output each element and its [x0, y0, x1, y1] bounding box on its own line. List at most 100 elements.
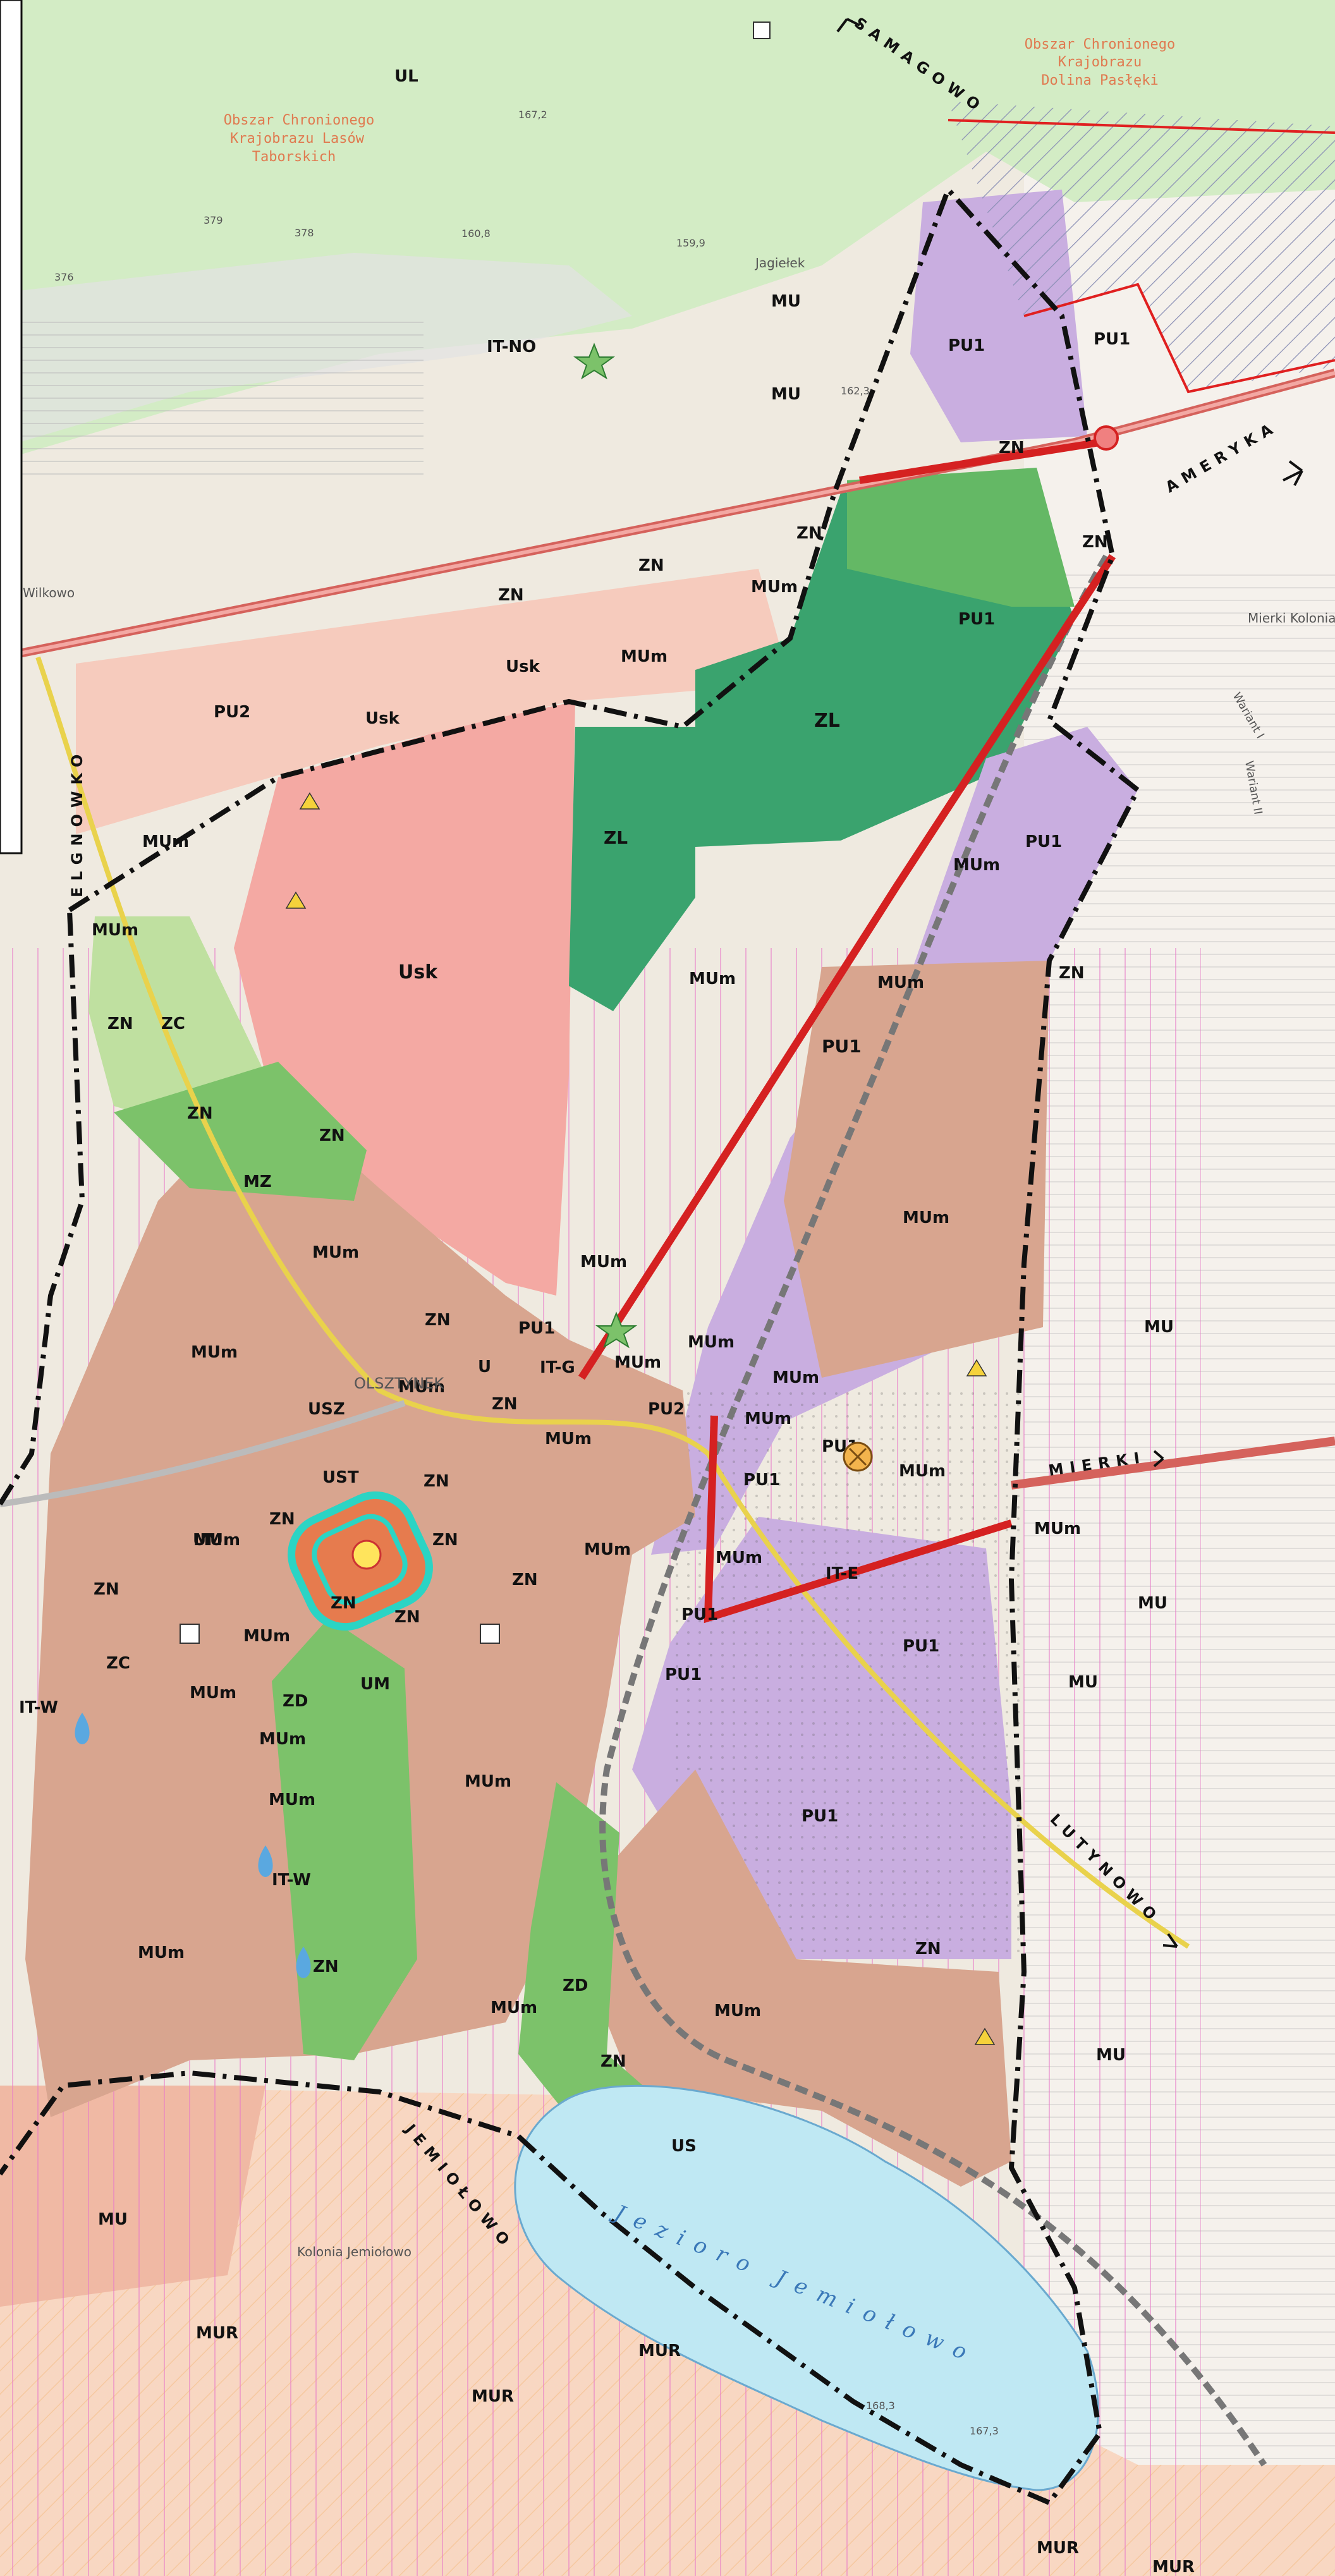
zone-label[interactable]: MUm — [714, 2002, 761, 2020]
zone-label[interactable]: MUm — [903, 1208, 949, 1227]
old-town-core[interactable] — [279, 1483, 441, 1639]
zone-label[interactable]: UM — [193, 1531, 222, 1550]
zone-label[interactable]: U — [478, 1358, 491, 1376]
zone-label[interactable]: MUm — [751, 578, 798, 597]
zone-label[interactable]: ZN — [498, 586, 524, 605]
zone-label[interactable]: MU — [1138, 1594, 1167, 1613]
zone-label[interactable]: PU1 — [1025, 832, 1062, 851]
zone-label[interactable]: MUm — [953, 856, 1000, 875]
zone-label[interactable]: ZN — [313, 1957, 339, 1976]
zone-label[interactable]: ZN — [432, 1531, 458, 1550]
star-icon[interactable] — [595, 1311, 638, 1349]
zone-label[interactable]: IT-W — [19, 1698, 58, 1717]
zone-label[interactable]: ZL — [604, 827, 628, 848]
zone-label[interactable]: PU1 — [802, 1807, 838, 1826]
zone-label[interactable]: MUm — [580, 1253, 627, 1272]
zone-label[interactable]: MUm — [716, 1548, 762, 1567]
zone-label[interactable]: ZD — [563, 1976, 588, 1995]
zone-label[interactable]: ZN — [319, 1126, 345, 1145]
zone-label[interactable]: PU1 — [665, 1665, 702, 1684]
zone-label[interactable]: ZL — [814, 710, 840, 732]
zone-label[interactable]: ZN — [394, 1608, 420, 1627]
zone-label[interactable]: MU — [1144, 1318, 1174, 1337]
zone-label[interactable]: MUm — [621, 647, 668, 666]
water-drop-icon[interactable] — [296, 1947, 311, 1978]
church-icon[interactable] — [180, 1624, 200, 1644]
zone-label[interactable]: MU — [771, 385, 801, 404]
warning-triangle-icon[interactable] — [299, 792, 320, 810]
warning-triangle-icon[interactable] — [974, 2027, 996, 2045]
zone-label[interactable]: PU1 — [743, 1471, 780, 1490]
zone-label[interactable]: MUm — [142, 832, 189, 851]
zone-label[interactable]: ZN — [492, 1395, 518, 1414]
zone-label[interactable]: MU — [1096, 2046, 1126, 2065]
zone-label[interactable]: MUm — [1034, 1519, 1081, 1538]
zone-label[interactable]: MUm — [877, 973, 924, 992]
zone-label[interactable]: ZN — [331, 1594, 357, 1613]
zone-label[interactable]: MUm — [745, 1409, 791, 1428]
zone-label[interactable]: ZN — [425, 1311, 451, 1330]
zone-label[interactable]: MUm — [584, 1540, 631, 1559]
zone-label[interactable]: IT-G — [540, 1358, 575, 1377]
zone-label[interactable]: ZN — [94, 1580, 119, 1599]
warning-triangle-icon[interactable] — [285, 891, 307, 909]
zone-label[interactable]: MUR — [1152, 2558, 1195, 2576]
planned-bypass-road[interactable] — [578, 439, 1116, 1624]
zone-label[interactable]: IT-NO — [487, 337, 536, 356]
zone-label[interactable]: ZN — [796, 524, 822, 543]
zone-label[interactable]: MU — [771, 292, 801, 311]
zone-label[interactable]: PU1 — [948, 336, 985, 355]
zone-label[interactable]: PU1 — [1094, 330, 1130, 349]
zone-label[interactable]: MUm — [491, 1998, 537, 2017]
zone-label[interactable]: MUm — [193, 1531, 240, 1550]
zone-label[interactable]: ZC — [161, 1014, 185, 1033]
zone-label[interactable]: PU1 — [958, 610, 995, 629]
zone-label[interactable]: Usk — [506, 657, 540, 676]
zone-label[interactable]: MUm — [269, 1790, 315, 1809]
water-drop-icon[interactable] — [258, 1845, 273, 1877]
zone-label[interactable]: Usk — [398, 961, 438, 983]
zone-label[interactable]: MUm — [545, 1430, 592, 1449]
zone-label[interactable]: ZN — [1082, 533, 1108, 552]
zone-label[interactable]: PU1 — [903, 1637, 939, 1656]
zone-label[interactable]: MUm — [465, 1772, 511, 1791]
zone-label[interactable]: ZN — [915, 1940, 941, 1959]
zone-label[interactable]: IT-W — [272, 1871, 311, 1890]
zone-label[interactable]: USZ — [308, 1400, 345, 1419]
zone-label[interactable]: ZN — [999, 439, 1025, 458]
zone-label[interactable]: ZN — [638, 556, 664, 575]
zone-label[interactable]: MUm — [92, 921, 138, 940]
zone-label[interactable]: Usk — [365, 709, 400, 728]
zone-label[interactable]: PU2 — [214, 703, 250, 722]
zone-label[interactable]: ZN — [600, 2052, 626, 2071]
zone-label[interactable]: ZN — [269, 1510, 295, 1529]
zone-label[interactable]: MUm — [312, 1243, 359, 1262]
star-icon[interactable] — [573, 343, 616, 380]
zone-label[interactable]: ZN — [107, 1014, 133, 1033]
zone-label[interactable]: MUm — [138, 1943, 185, 1962]
zone-label[interactable]: MUm — [772, 1368, 819, 1387]
zone-label[interactable]: MUm — [259, 1730, 306, 1749]
zone-label[interactable]: PU1 — [518, 1319, 555, 1338]
zone-label[interactable]: MUm — [614, 1353, 661, 1372]
zone-label[interactable]: MUm — [688, 1333, 735, 1352]
zone-label[interactable]: UST — [322, 1468, 359, 1487]
church-icon[interactable] — [480, 1624, 500, 1644]
zone-label[interactable]: PU1 — [681, 1605, 718, 1624]
zone-label[interactable]: ZN — [424, 1472, 449, 1491]
zone-label[interactable]: MZ — [243, 1172, 272, 1191]
zone-label[interactable]: MUR — [196, 2324, 238, 2343]
zone-label[interactable]: MU — [1068, 1673, 1098, 1692]
zone-label[interactable]: MUm — [899, 1462, 946, 1481]
zone-label[interactable]: MUR — [472, 2387, 514, 2406]
zone-label[interactable]: PU2 — [648, 1400, 685, 1419]
zone-label[interactable]: IT-E — [826, 1564, 858, 1583]
water-drop-icon[interactable] — [75, 1713, 90, 1744]
warning-triangle-icon[interactable] — [966, 1359, 987, 1376]
zone-label[interactable]: UM — [360, 1675, 390, 1694]
zone-label[interactable]: MUR — [1037, 2539, 1079, 2558]
zone-label[interactable]: MUm — [689, 969, 736, 988]
zone-label[interactable]: MUm — [398, 1378, 445, 1397]
bypass-junction-marker[interactable] — [1094, 425, 1119, 451]
